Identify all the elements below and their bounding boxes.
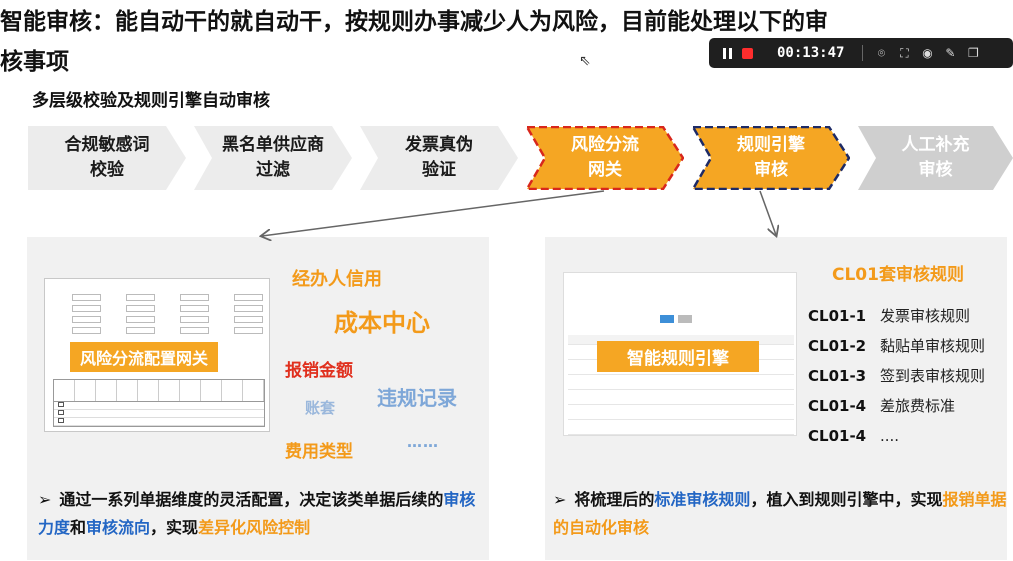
step-label-line2: 审核 (754, 160, 788, 180)
mouse-cursor-icon: ⇖ (579, 53, 591, 69)
pause-icon[interactable] (723, 47, 732, 59)
step-label-line2: 网关 (588, 160, 622, 180)
pen-icon[interactable]: ✎ (945, 46, 956, 60)
step-risk-gateway: 风险分流 网关 (526, 126, 684, 190)
toolbar-divider (862, 45, 864, 61)
stop-icon[interactable] (742, 47, 753, 59)
step-label-line1: 规则引擎 (737, 135, 805, 155)
camera-icon[interactable]: ◉ (922, 46, 933, 60)
step-label-line1: 黑名单供应商 (222, 135, 324, 155)
word-handler-credit: 经办人信用 (292, 269, 382, 290)
step-blacklist-supplier: 黑名单供应商 过滤 (194, 126, 352, 190)
word-amount: 报销金额 (285, 361, 353, 381)
screenshot-icon[interactable]: ⌾ (877, 45, 886, 60)
recording-toolbar: 00:13:47 ⌾ ⛶ ◉ ✎ ❐ (709, 38, 1013, 68)
recording-timer: 00:13:47 (777, 45, 845, 61)
slide-title-line1: 智能审核：能自动干的就自动干，按规则办事减少人为风险，目前能处理以下的审 (0, 9, 828, 35)
step-label-line2: 过滤 (256, 160, 290, 180)
section-subtitle: 多层级校验及规则引擎自动审核 (32, 91, 270, 111)
window-icon[interactable]: ❐ (968, 46, 979, 60)
rules-title: CL01套审核规则 (832, 265, 964, 285)
form-table (53, 379, 265, 427)
risk-gateway-tag: 风险分流配置网关 (70, 342, 219, 372)
step-rule-engine: 规则引擎 审核 (692, 126, 850, 190)
rule-item: CL01-4.... (808, 427, 900, 445)
rule-engine-tag: 智能规则引擎 (597, 341, 759, 372)
word-cost-center: 成本中心 (334, 309, 430, 337)
left-bullet: ➢通过一系列单据维度的灵活配置，决定该类单据后续的审核力度和审核流向，实现差异化… (38, 486, 488, 542)
step-label-line1: 发票真伪 (405, 135, 473, 155)
word-expense-type: 费用类型 (285, 442, 353, 462)
right-bullet: ➢将梳理后的标准审核规则，植入到规则引擎中，实现报销单据的自动化审核 (553, 486, 1007, 542)
step-manual-review: 人工补充 审核 (858, 126, 1013, 190)
word-account-set: 账套 (305, 399, 336, 417)
step-label-line2: 校验 (90, 160, 124, 180)
fullscreen-icon[interactable]: ⛶ (900, 45, 909, 60)
step-label-line2: 审核 (918, 160, 953, 180)
step-label-line2: 验证 (422, 160, 456, 180)
step-label-line1: 合规敏感词 (64, 135, 150, 155)
slide-title-line2: 核事项 (0, 49, 69, 75)
bullet-arrow-icon: ➢ (553, 490, 567, 509)
step-label-line1: 风险分流 (571, 135, 639, 155)
word-violation-record: 违规记录 (377, 386, 457, 410)
bullet-arrow-icon: ➢ (38, 490, 52, 509)
word-ellipsis: …… (407, 433, 439, 451)
step-invoice-verification: 发票真伪 验证 (360, 126, 518, 190)
step-sensitive-words: 合规敏感词 校验 (28, 126, 186, 190)
slide-title: 智能审核：能自动干的就自动干，按规则办事减少人为风险，目前能处理以下的审 核事项 (0, 2, 1013, 82)
step-label-line1: 人工补充 (901, 135, 970, 155)
